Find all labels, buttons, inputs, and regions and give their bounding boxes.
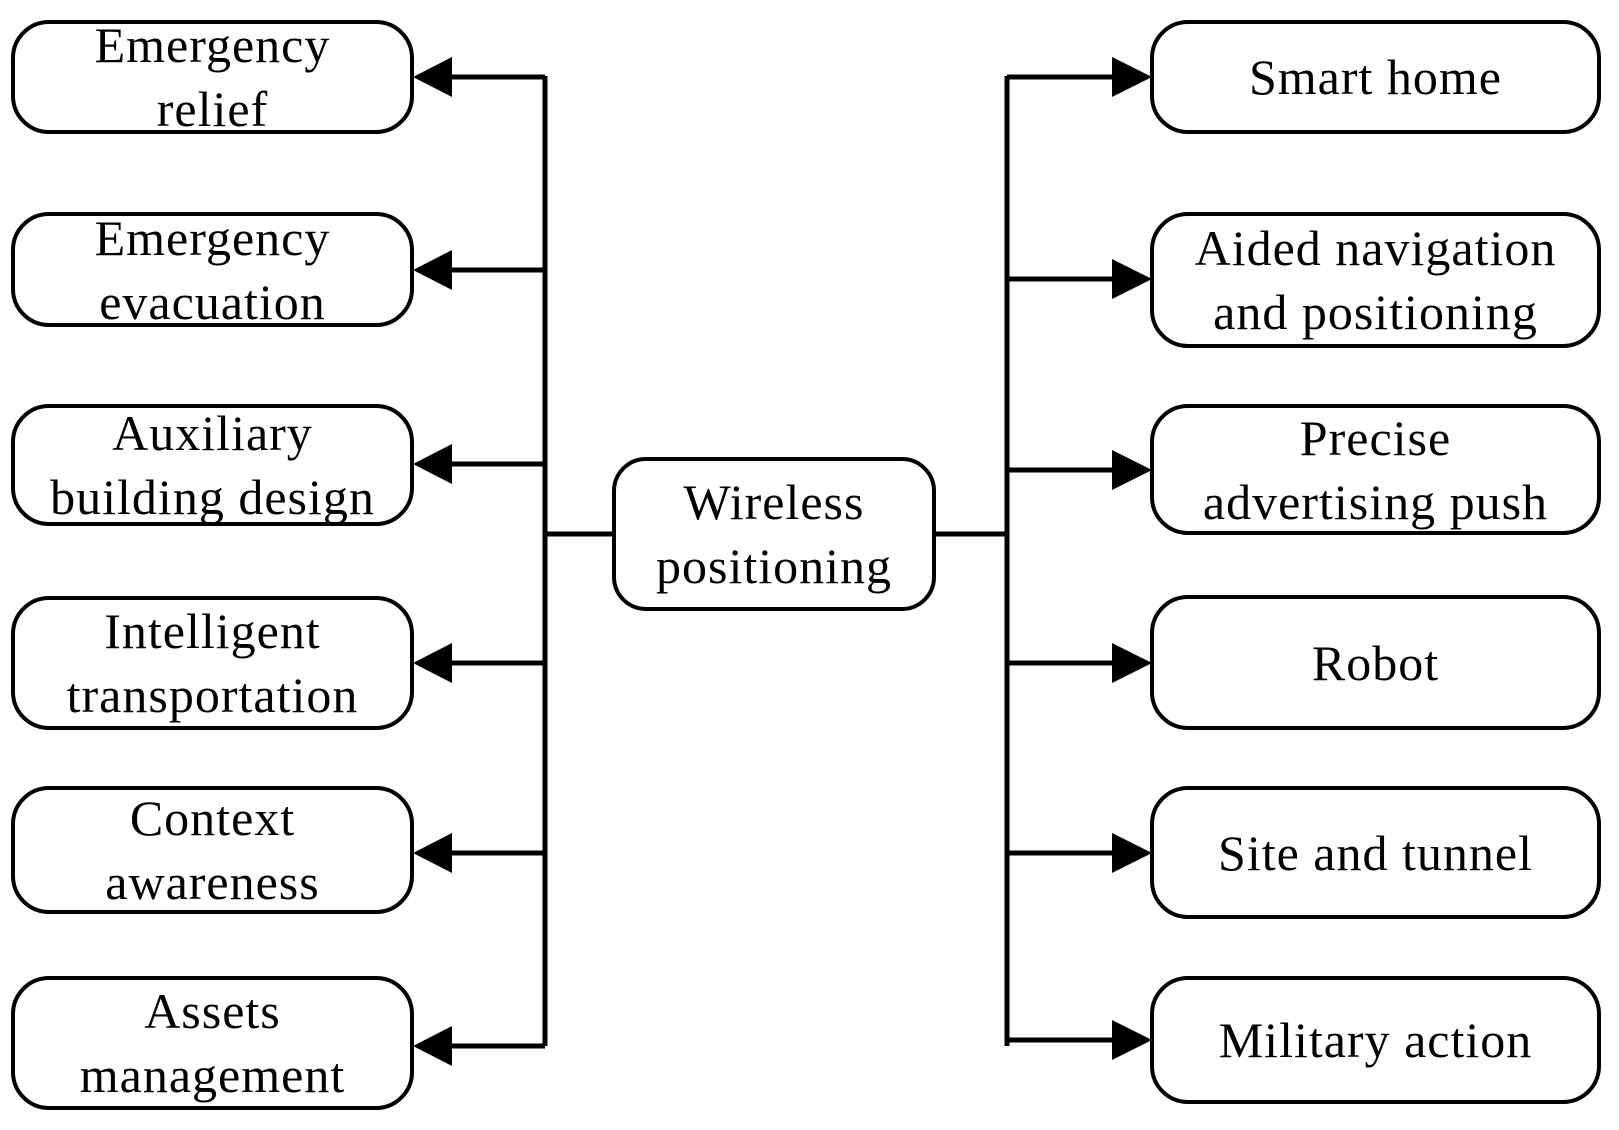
right-arrowhead-1 xyxy=(1112,57,1152,97)
right-arrowhead-6 xyxy=(1112,1020,1152,1060)
right-node-label: Robot xyxy=(1311,634,1440,691)
left-node-label: Auxiliary building design xyxy=(50,405,375,525)
right-arrowhead-4 xyxy=(1112,643,1152,683)
right-node-robot: Robot xyxy=(1150,595,1601,730)
left-arrowhead-6 xyxy=(413,1026,452,1066)
right-node-aided-navigation: Aided navigation and positioning xyxy=(1150,212,1601,348)
right-arrowhead-2 xyxy=(1112,259,1152,299)
right-node-label: Aided navigation and positioning xyxy=(1194,220,1557,340)
left-node-auxiliary-building-design: Auxiliary building design xyxy=(11,404,414,526)
left-node-emergency-evacuation: Emergency evacuation xyxy=(11,210,414,330)
left-arrowhead-5 xyxy=(413,833,452,873)
left-node-assets-management: Assets management xyxy=(11,976,414,1110)
left-arrowhead-2 xyxy=(413,250,452,290)
right-node-label: Site and tunnel xyxy=(1218,824,1533,881)
left-node-label: Context awareness xyxy=(105,790,320,910)
right-node-label: Precise advertising push xyxy=(1202,409,1549,530)
right-arrowhead-3 xyxy=(1112,450,1152,490)
left-node-intelligent-transportation: Intelligent transportation xyxy=(11,596,414,730)
left-arrowhead-4 xyxy=(413,643,452,683)
right-node-label: Military action xyxy=(1218,1012,1533,1068)
center-node-label: Wireless positioning xyxy=(655,474,893,594)
left-node-label: Intelligent transportation xyxy=(66,603,359,723)
right-node-military-action: Military action xyxy=(1150,976,1601,1104)
left-arrowhead-1 xyxy=(413,57,452,97)
left-arrowhead-3 xyxy=(413,444,452,484)
right-node-site-and-tunnel: Site and tunnel xyxy=(1150,786,1601,919)
left-node-label: Assets management xyxy=(79,983,346,1103)
left-node-context-awareness: Context awareness xyxy=(11,786,414,914)
right-node-smart-home: Smart home xyxy=(1150,20,1601,134)
left-node-emergency-relief: Emergency relief xyxy=(11,17,414,137)
left-node-label: Emergency relief xyxy=(94,17,331,137)
right-arrowhead-5 xyxy=(1112,833,1152,873)
center-node-wireless-positioning: Wireless positioning xyxy=(612,457,936,611)
right-node-label: Smart home xyxy=(1248,49,1503,105)
left-node-label: Emergency evacuation xyxy=(94,209,331,330)
right-node-precise-advertising-push: Precise advertising push xyxy=(1150,404,1601,535)
